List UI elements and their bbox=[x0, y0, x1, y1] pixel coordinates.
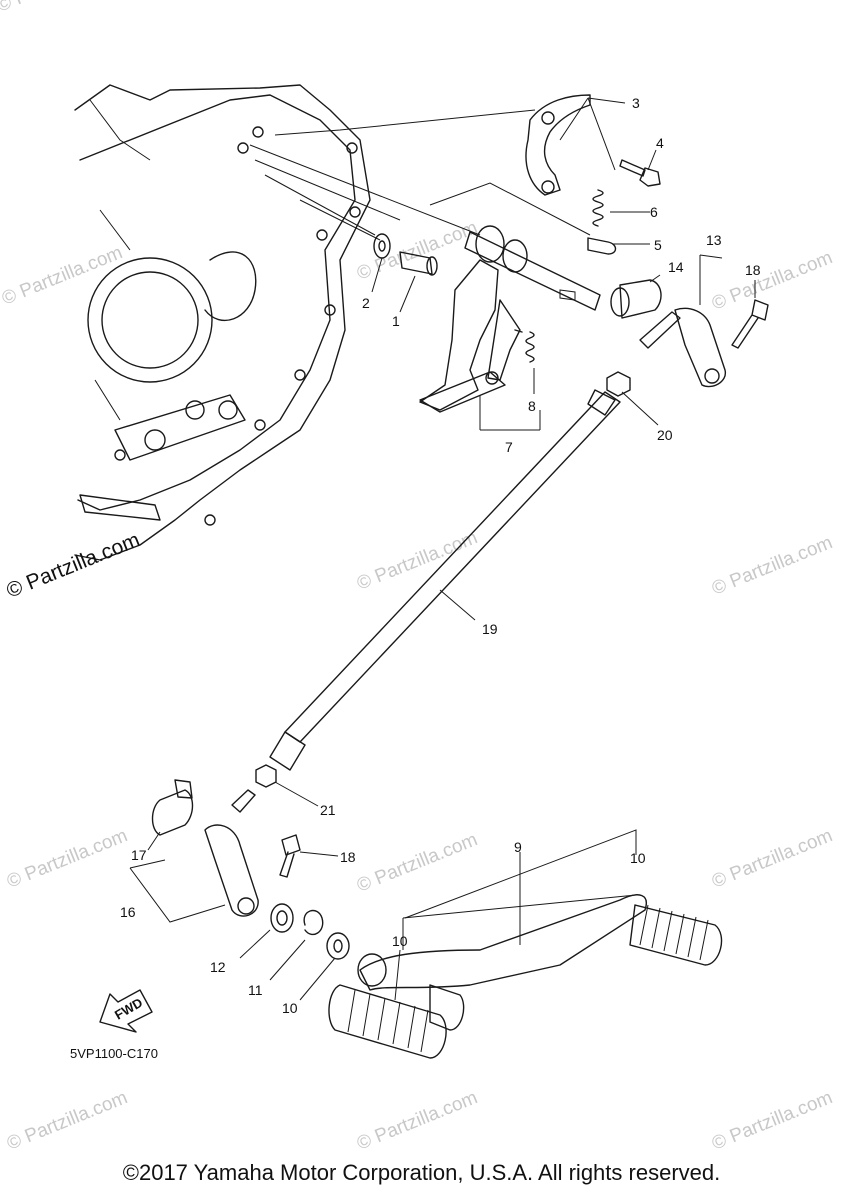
callout-10-right: 10 bbox=[630, 850, 646, 866]
callout-3: 3 bbox=[632, 95, 640, 111]
callout-10-left: 10 bbox=[392, 933, 408, 949]
watermark: © Partzilla.com bbox=[709, 532, 836, 599]
callout-6: 6 bbox=[650, 204, 658, 220]
callout-17: 17 bbox=[131, 847, 147, 863]
callout-leaders bbox=[129, 97, 756, 1001]
watermark: © Partzilla.com bbox=[709, 1087, 836, 1154]
copyright-notice: ©2017 Yamaha Motor Corporation, U.S.A. A… bbox=[122, 1160, 721, 1185]
callout-16: 16 bbox=[120, 904, 136, 920]
spring-8 bbox=[514, 329, 535, 363]
callout-18-top: 18 bbox=[745, 262, 761, 278]
washers-lower bbox=[270, 903, 350, 960]
callout-8: 8 bbox=[528, 398, 536, 414]
callout-21: 21 bbox=[320, 802, 336, 818]
watermark-group: © Partzilla.com © Partzilla.com © Partzi… bbox=[0, 0, 836, 1155]
watermark: © Partzilla.com bbox=[709, 825, 836, 892]
fwd-arrow: FWD bbox=[99, 989, 153, 1033]
crankcase bbox=[74, 84, 371, 561]
upper-shift-arm bbox=[610, 279, 769, 388]
callout-20: 20 bbox=[657, 427, 673, 443]
watermark: © Partzilla.com bbox=[4, 825, 131, 892]
watermark: © Partzilla.com bbox=[709, 247, 836, 314]
callout-11: 10 bbox=[282, 1000, 298, 1016]
assembly-lines bbox=[249, 109, 591, 241]
callout-18-bottom: 18 bbox=[340, 849, 356, 865]
collar-1 bbox=[399, 251, 438, 276]
callout-2: 2 bbox=[362, 295, 370, 311]
nut-20 bbox=[606, 371, 631, 397]
diagram-code: 5VP1100-C170 bbox=[70, 1046, 158, 1061]
bolt-4 bbox=[619, 159, 661, 187]
watermark: © Partzilla.com bbox=[4, 1087, 131, 1154]
callout-7: 7 bbox=[505, 439, 513, 455]
nut-21 bbox=[255, 764, 277, 788]
callout-15: 14 bbox=[668, 259, 684, 275]
watermark: © Partzilla.com bbox=[354, 1087, 481, 1154]
pin-5 bbox=[587, 237, 617, 255]
shift-shaft bbox=[419, 225, 601, 413]
spring-6 bbox=[592, 189, 604, 227]
callout-13: 12 bbox=[210, 959, 226, 975]
callout-19: 19 bbox=[482, 621, 498, 637]
callout-4: 4 bbox=[656, 135, 664, 151]
watermark: © Partzilla.com bbox=[354, 829, 481, 896]
callout-12: 11 bbox=[248, 982, 263, 998]
watermark: © Partzilla.com bbox=[354, 527, 481, 594]
callout-5: 5 bbox=[654, 237, 662, 253]
callout-labels: 3 4 6 5 13 14 18 2 1 8 7 20 19 21 18 17 … bbox=[120, 95, 761, 1016]
shift-rod bbox=[269, 389, 621, 771]
callout-9: 9 bbox=[514, 839, 522, 855]
callout-1: 1 bbox=[392, 313, 400, 329]
watermark: © Partzilla.com bbox=[0, 0, 121, 17]
watermark-dark: © Partzilla.com bbox=[3, 528, 143, 602]
lower-shift-arm bbox=[151, 779, 301, 917]
shift-pedal bbox=[328, 894, 723, 1059]
stopper-lever bbox=[525, 94, 591, 196]
callout-14: 13 bbox=[706, 232, 722, 248]
